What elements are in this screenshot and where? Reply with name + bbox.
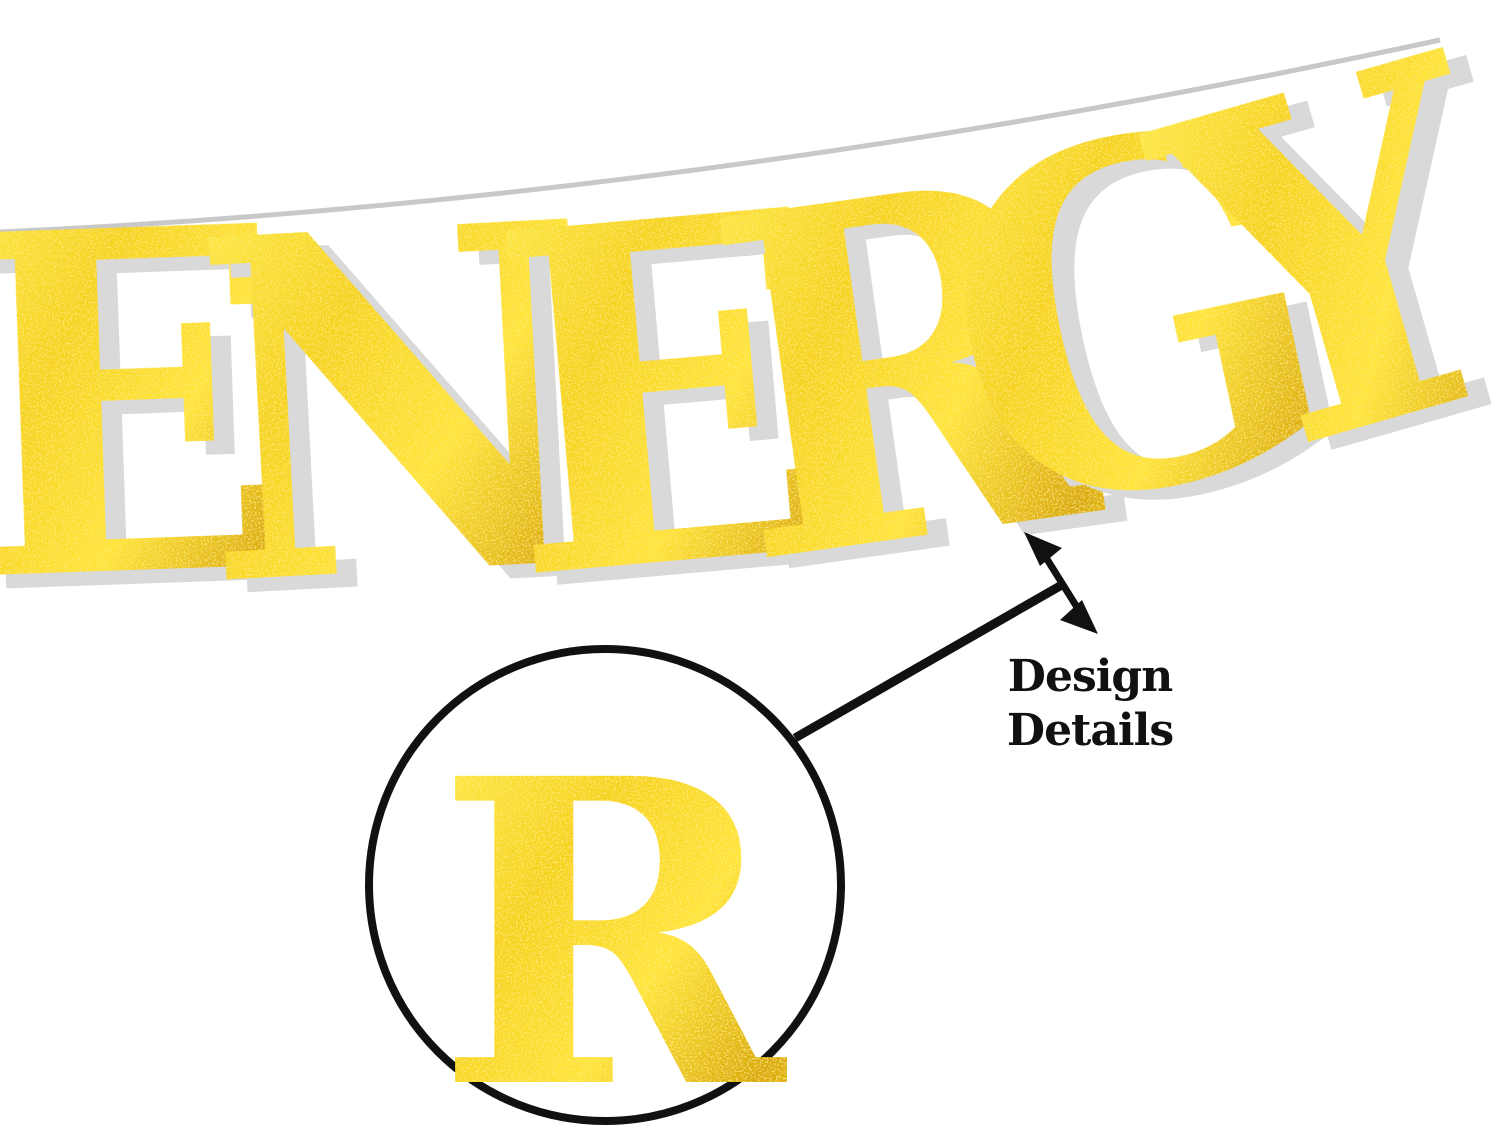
detail-circle bbox=[365, 645, 845, 1125]
banner-letter-glyph: E bbox=[0, 123, 299, 687]
banner-letter-1: EE bbox=[0, 123, 319, 701]
banner-letter-shadow: N bbox=[205, 132, 629, 705]
banner-letter-shadow: E bbox=[499, 118, 876, 697]
design-details-caption: Design Details bbox=[1000, 650, 1180, 758]
detail-hole-left bbox=[528, 716, 540, 728]
pointer-arrow bbox=[792, 532, 1098, 742]
banner-letter-glyph: N bbox=[185, 119, 609, 692]
detail-hole-right bbox=[635, 716, 647, 728]
banner-letter-3: EE bbox=[477, 106, 876, 697]
detail-letter-group: R bbox=[435, 689, 789, 1140]
banner-letter-shadow: E bbox=[0, 137, 319, 701]
caption-line-1: Design bbox=[1007, 651, 1173, 702]
banner-letter-2: NN bbox=[185, 119, 630, 705]
banner-letter-glyph: E bbox=[477, 106, 854, 685]
caption-line-2: Details bbox=[1006, 705, 1174, 756]
banner-letter-shadow: R bbox=[708, 83, 1146, 681]
detail-letter: R bbox=[435, 689, 789, 1140]
banner-string bbox=[0, 37, 1441, 235]
